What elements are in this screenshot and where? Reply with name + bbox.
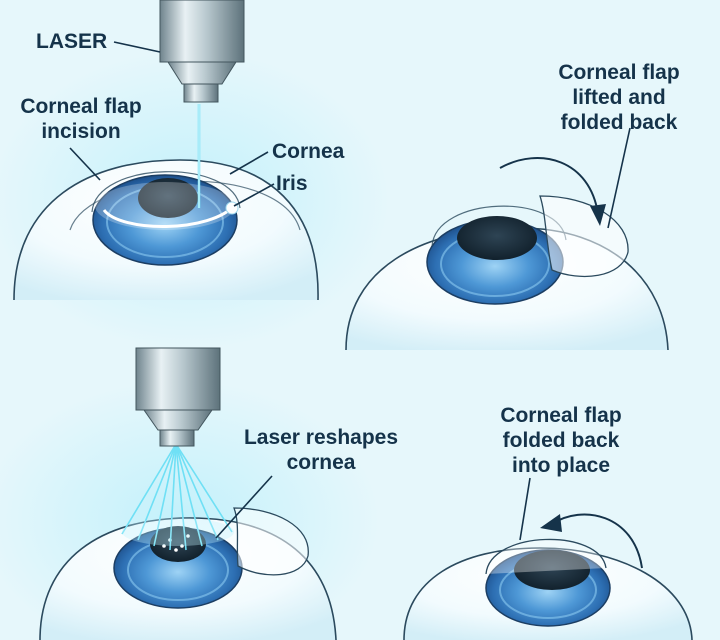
panel-2-flap-lifted xyxy=(346,128,668,350)
label-line: folded back xyxy=(534,110,704,135)
label-line: lifted and xyxy=(534,85,704,110)
leader-laser xyxy=(114,42,160,52)
lifted-flap xyxy=(540,196,628,276)
laser-device xyxy=(136,348,220,410)
label-line: folded back xyxy=(476,428,646,453)
label-flap-back: Corneal flap folded back into place xyxy=(476,403,646,478)
leader-flap-lifted xyxy=(608,128,630,228)
label-line: Laser reshapes xyxy=(226,425,416,450)
label-line: Corneal flap xyxy=(476,403,646,428)
label-line: incision xyxy=(6,119,156,144)
label-corneal-flap-incision: Corneal flap incision xyxy=(6,94,156,144)
label-iris-text: Iris xyxy=(276,171,308,196)
label-line: into place xyxy=(476,453,646,478)
label-line: Corneal flap xyxy=(534,60,704,85)
replaced-flap xyxy=(486,539,606,574)
label-laser-text: LASER xyxy=(36,29,107,54)
laser-device xyxy=(160,0,244,62)
label-line: cornea xyxy=(226,450,416,475)
label-cornea-text: Cornea xyxy=(272,139,344,164)
label-flap-lifted: Corneal flap lifted and folded back xyxy=(534,60,704,135)
label-laser: LASER xyxy=(36,29,107,54)
label-iris: Iris xyxy=(276,171,308,196)
pupil xyxy=(457,216,537,260)
leader-flap-back xyxy=(520,478,530,540)
label-laser-reshapes: Laser reshapes cornea xyxy=(226,425,416,475)
panel-4-flap-replaced xyxy=(404,478,692,640)
label-line: Corneal flap xyxy=(6,94,156,119)
label-cornea: Cornea xyxy=(272,139,344,164)
